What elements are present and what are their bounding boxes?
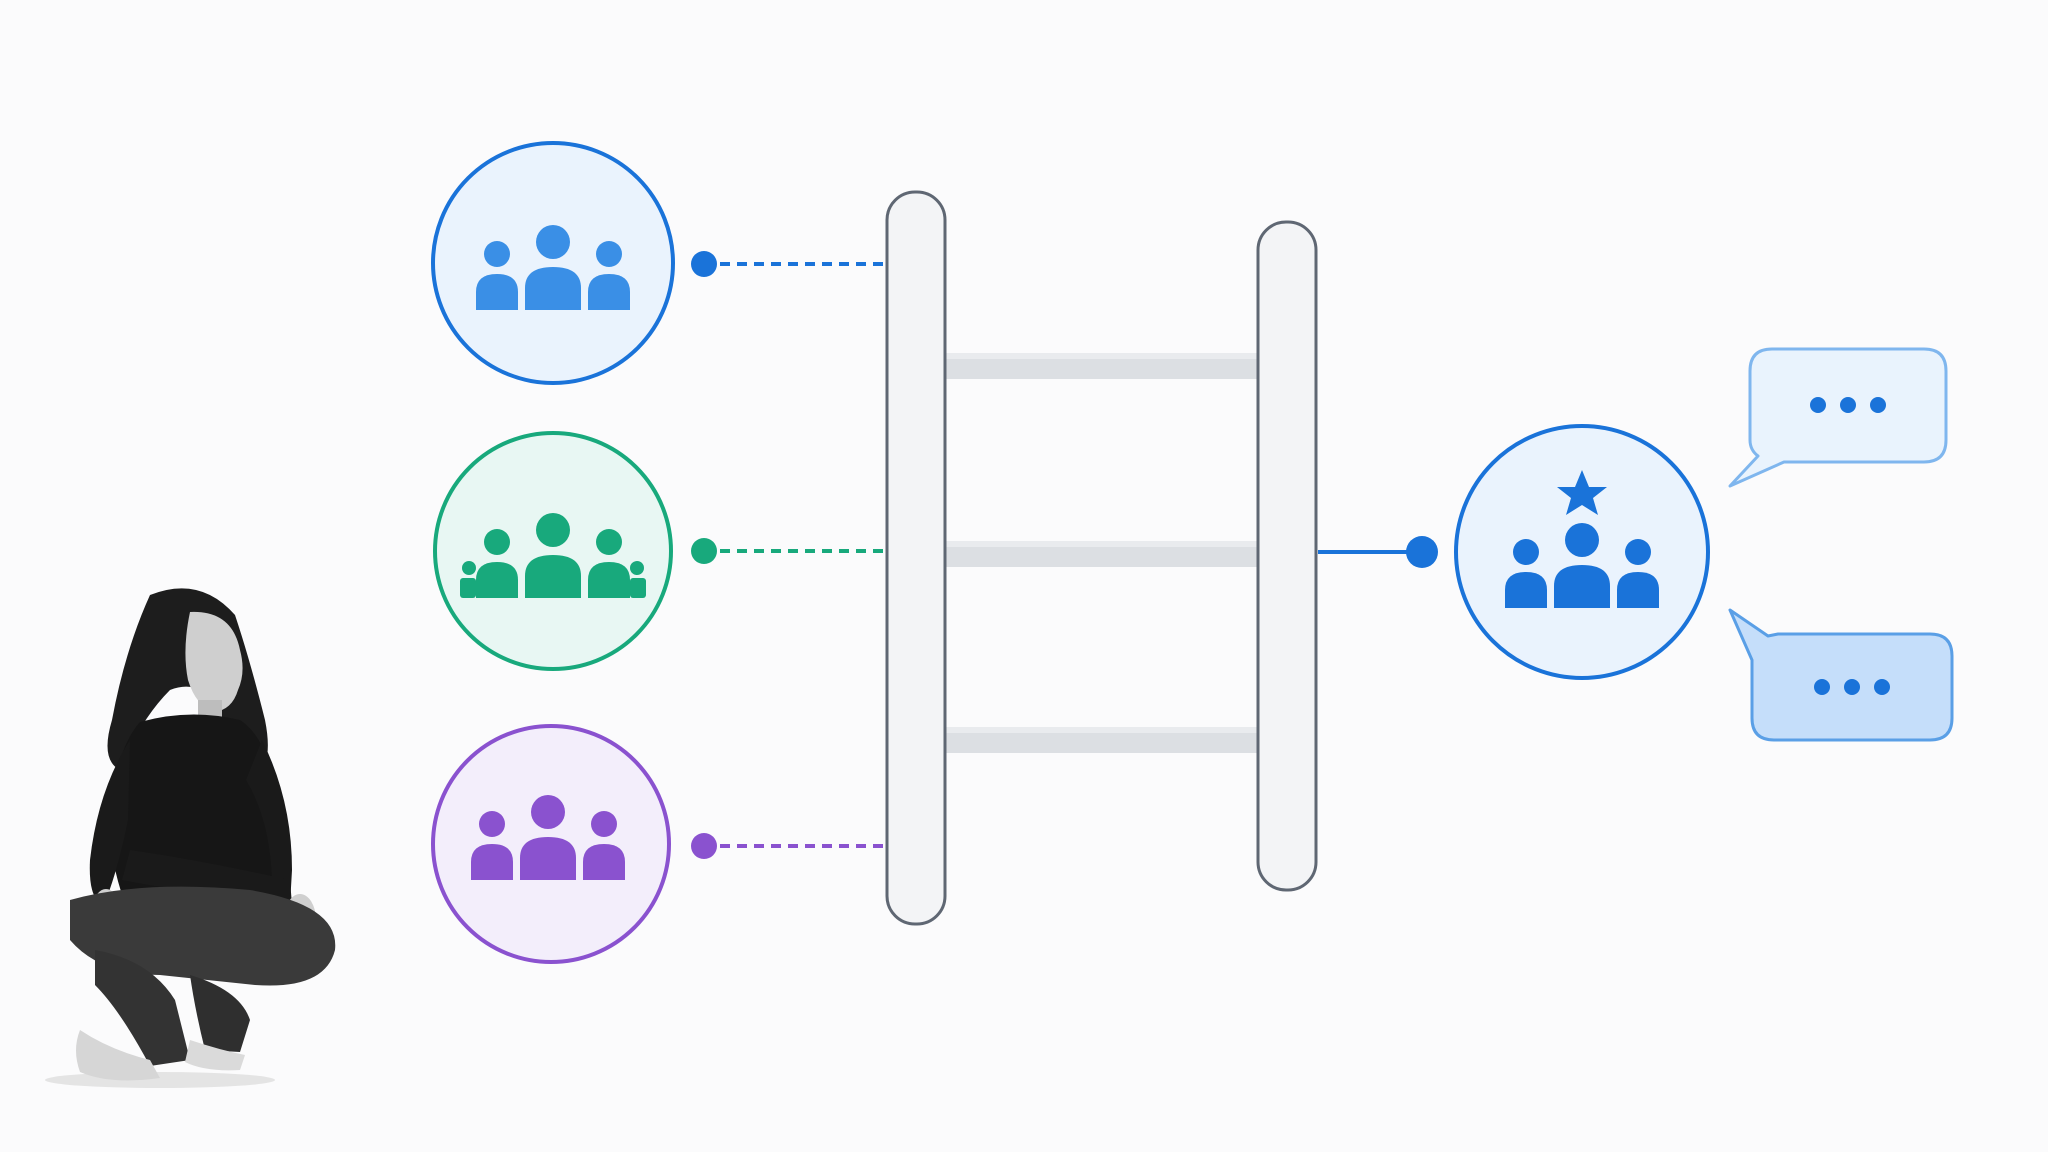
speech-bubble-top: [1728, 347, 1948, 488]
connector-blue: [691, 251, 886, 277]
ellipsis-icon: [1814, 679, 1890, 695]
ellipsis-icon: [1810, 397, 1886, 413]
speech-bubble-bottom: [1728, 608, 1954, 742]
ladder: [885, 190, 1318, 926]
person-crouching-illustration: [45, 588, 336, 1088]
group-circle-green: [433, 431, 673, 671]
group-circle-purple: [431, 724, 671, 964]
target-team-circle: [1454, 424, 1710, 680]
connector-green: [691, 538, 886, 564]
star-icon: [1557, 470, 1607, 515]
people-group-icon: [460, 513, 646, 598]
star-team-icon: [1505, 470, 1659, 608]
group-circle-blue: [431, 141, 675, 385]
connector-purple: [691, 833, 886, 859]
ladder-rail-left: [885, 190, 947, 926]
connector-output: [1318, 536, 1438, 568]
ladder-rail-right: [1256, 220, 1318, 892]
